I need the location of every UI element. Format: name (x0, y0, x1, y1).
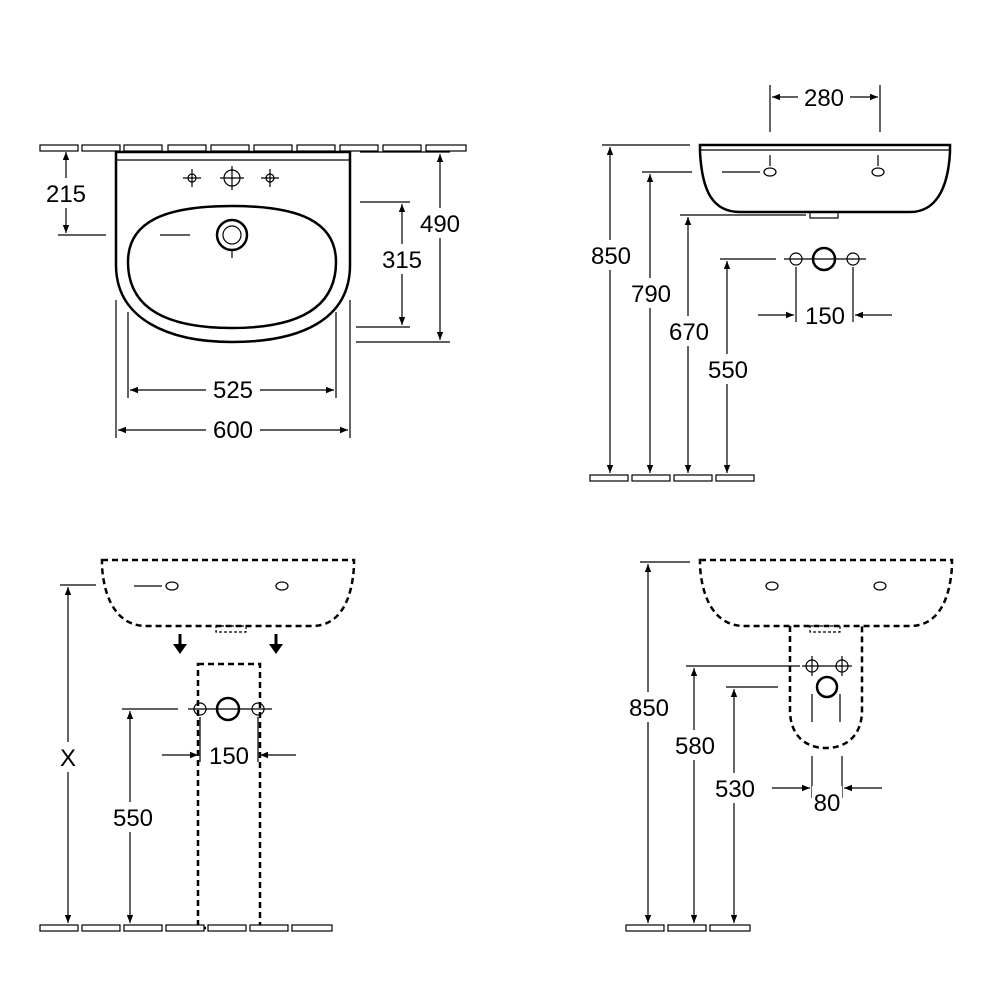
dim-80: 80 (814, 790, 841, 817)
wall-strip (39, 144, 467, 152)
drain-icon (215, 218, 249, 258)
floor-strip (39, 924, 333, 932)
top-view: 215 490 315 525 600 (39, 144, 467, 444)
dim-550: 550 (113, 805, 153, 832)
semi-pedestal (788, 626, 864, 750)
outlet-valves-icon (188, 696, 272, 722)
basin-front (698, 143, 952, 214)
down-arrow-icons (173, 634, 283, 654)
basin-dashed (698, 558, 954, 628)
dim-525: 525 (213, 377, 253, 404)
basin-bowl (126, 204, 338, 330)
pedestal-view: X 550 150 (39, 558, 356, 932)
floor-strip (625, 924, 751, 932)
dim-280: 280 (804, 85, 844, 112)
dim-850: 850 (629, 695, 669, 722)
dim-490: 490 (420, 211, 460, 238)
outlet-valves-icon (802, 656, 852, 699)
dim-600: 600 (213, 417, 253, 444)
tap-hole-icons (183, 166, 279, 190)
basin-outline (114, 150, 352, 344)
dim-x: X (60, 745, 76, 772)
dim-530: 530 (715, 776, 755, 803)
side-view: 280 850 790 670 550 (586, 82, 952, 482)
dim-670: 670 (669, 319, 709, 346)
dim-315: 315 (382, 247, 422, 274)
dim-850: 850 (591, 243, 631, 270)
pedestal-column (196, 662, 262, 930)
basin-dashed (100, 558, 356, 628)
dim-150: 150 (805, 303, 845, 330)
dim-215: 215 (46, 181, 86, 208)
semi-pedestal-view: 850 580 530 80 (624, 558, 954, 932)
dim-790: 790 (631, 281, 671, 308)
floor-strip (589, 474, 755, 482)
dim-150: 150 (209, 743, 249, 770)
dim-580: 580 (675, 733, 715, 760)
outlet-valves-icon (784, 246, 866, 272)
dim-550: 550 (708, 357, 748, 384)
